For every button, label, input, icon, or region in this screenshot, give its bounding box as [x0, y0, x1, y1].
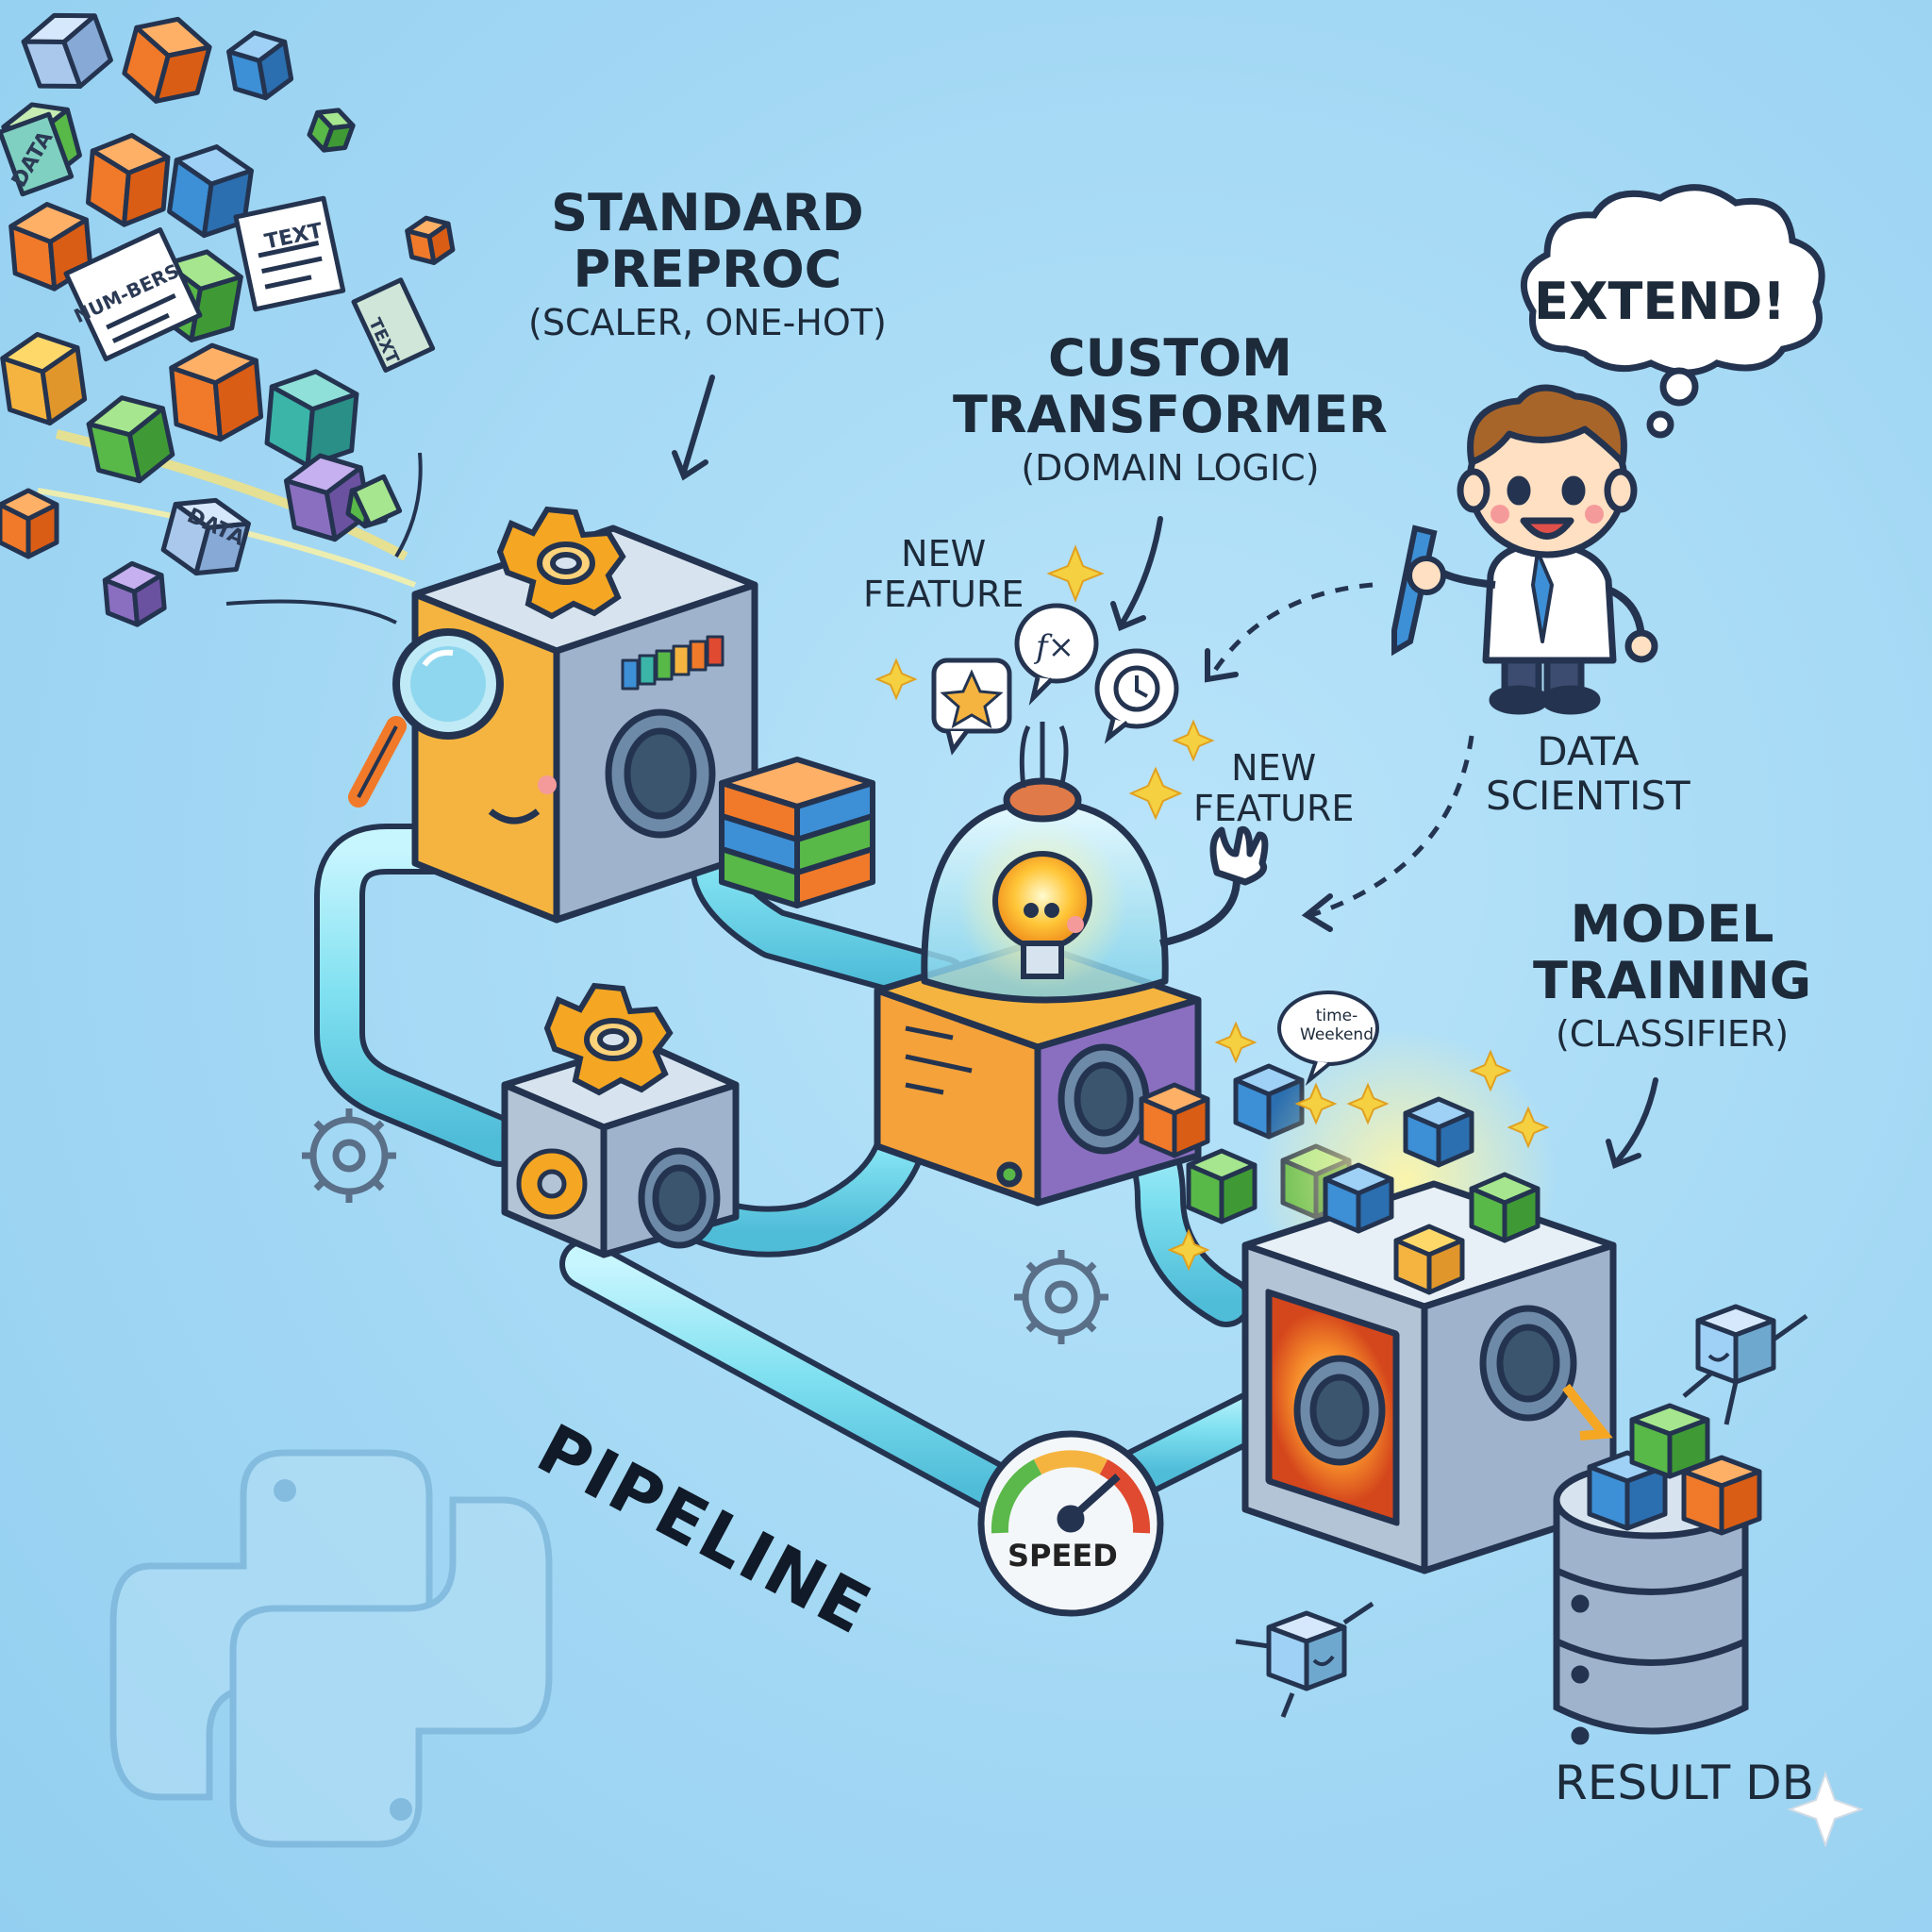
- sparkle-icon: [874, 544, 1550, 1272]
- preproc-title-1: STANDARD: [551, 183, 864, 242]
- cube: [122, 16, 212, 104]
- speed-gauge-icon: [977, 1430, 1164, 1617]
- label-new-feature-2: NEW FEATURE: [1193, 748, 1354, 828]
- gear-icon: [1014, 1250, 1108, 1344]
- preproc-title-2: PREPROC: [573, 240, 842, 300]
- flying-data-cubes: [0, 12, 456, 627]
- python-logo-icon: [109, 1449, 553, 1848]
- label-data-scientist: DATA SCIENTIST: [1486, 729, 1690, 818]
- scientist-line2: SCIENTIST: [1486, 773, 1690, 820]
- model-title-2: TRAINING: [1533, 951, 1812, 1011]
- label-speed: SPEED: [1008, 1538, 1118, 1574]
- cube: [21, 12, 113, 89]
- feature-block-stack: [719, 757, 875, 908]
- cube: [86, 395, 175, 484]
- label-result-db: RESULT DB: [1555, 1756, 1814, 1810]
- cube: [0, 488, 59, 559]
- label-standard-preproc: STANDARD PREPROC (SCALER, ONE-HOT): [528, 183, 887, 343]
- function-icon-bubble: [1014, 603, 1099, 706]
- feature-tag-line2: Weekend: [1300, 1024, 1374, 1044]
- cube: [226, 30, 294, 101]
- data-scientist-character: [1436, 384, 1658, 715]
- new-feature-1-line1: NEW: [901, 533, 987, 575]
- custom-title-2: TRANSFORMER: [953, 385, 1388, 445]
- result-cubes: [1587, 1403, 1762, 1536]
- thought-text: EXTEND!: [1534, 272, 1786, 331]
- gear-icon: [543, 982, 674, 1096]
- pencil-icon: [1391, 525, 1446, 657]
- function-icon: f×: [1033, 628, 1074, 666]
- new-feature-2-line1: NEW: [1231, 747, 1317, 789]
- gear-icon: [302, 1108, 396, 1203]
- magnifier-icon: [348, 628, 504, 808]
- arrow-heads: [672, 375, 1658, 1170]
- star-icon-bubble: [931, 658, 1012, 756]
- cube: [102, 560, 167, 627]
- time-weekend-tag: [1277, 991, 1379, 1087]
- custom-subtitle: (DOMAIN LOGIC): [1021, 446, 1320, 489]
- output-arrow: [1562, 1383, 1613, 1441]
- label-new-feature-1: NEW FEATURE: [863, 534, 1024, 614]
- gear-icon: [516, 1148, 588, 1220]
- cube: [405, 215, 456, 265]
- model-title-1: MODEL: [1570, 894, 1774, 954]
- cube: [8, 202, 93, 291]
- feature-tag-line1: time-: [1315, 1007, 1358, 1025]
- lightbulb-icon: [992, 851, 1092, 979]
- cube: [85, 132, 171, 227]
- clock-icon-bubble: [1094, 648, 1179, 744]
- paper-sheet: [351, 474, 403, 527]
- paper-sheet: [0, 111, 75, 197]
- sparkle-icon: [1787, 1771, 1864, 1848]
- cube: [169, 342, 264, 442]
- paper-sheet: [63, 227, 203, 362]
- preproc-subtitle: (SCALER, ONE-HOT): [528, 301, 887, 343]
- label-custom-transformer: CUSTOM TRANSFORMER (DOMAIN LOGIC): [953, 328, 1388, 489]
- cube: [264, 369, 359, 469]
- custom-title-1: CUSTOM: [1048, 328, 1292, 388]
- gear-icon: [496, 506, 626, 620]
- dashed-arrows: [1209, 582, 1474, 918]
- cube: [307, 108, 356, 153]
- feature-tag-text: time- Weekend: [1300, 1007, 1374, 1044]
- model-subtitle: (CLASSIFIER): [1555, 1012, 1790, 1055]
- cube: [0, 331, 88, 426]
- scientist-line1: DATA: [1537, 728, 1640, 774]
- happy-cube: [1235, 1304, 1808, 1718]
- paper-sheet: [233, 195, 346, 312]
- star-icon: [940, 669, 1004, 729]
- thought-cloud: [1520, 184, 1825, 439]
- label-model-training: MODEL TRAINING (CLASSIFIER): [1533, 894, 1812, 1055]
- feature-bubbles: [931, 603, 1379, 1087]
- trained-cubes: [1323, 1096, 1541, 1295]
- new-feature-1-line2: FEATURE: [863, 573, 1024, 615]
- new-feature-2-line2: FEATURE: [1193, 787, 1355, 829]
- cube: [160, 497, 251, 576]
- paper-sheet: [351, 277, 436, 374]
